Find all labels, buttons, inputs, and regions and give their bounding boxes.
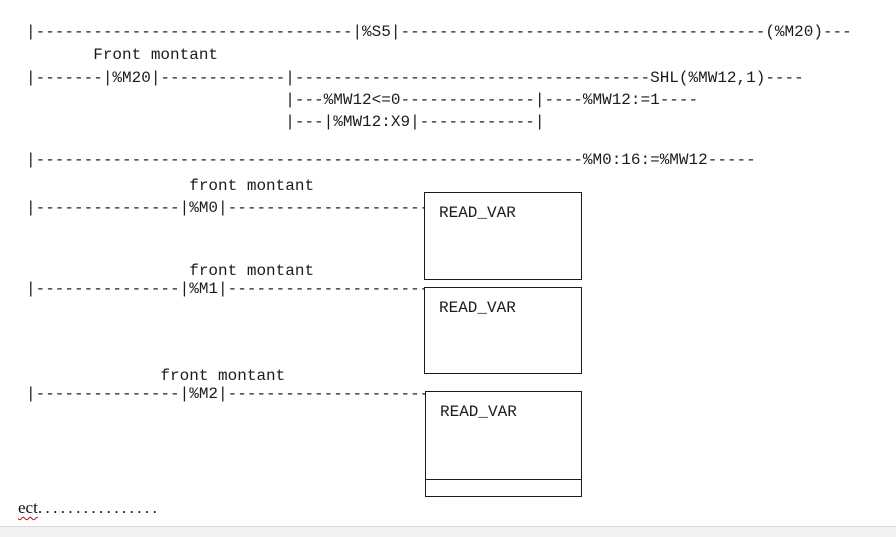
rung-m2: |---------------|%M2|-------------------…	[26, 385, 430, 403]
block-output-compartment-line	[426, 479, 581, 480]
function-block-label: READ_VAR	[440, 403, 517, 421]
rung-m0: |---------------|%M0|-------------------…	[26, 199, 430, 217]
label-front-montant-m0: front montant	[26, 177, 315, 195]
function-block-label: READ_VAR	[439, 299, 516, 317]
rung-m1: |---------------|%M1|-------------------…	[26, 280, 430, 298]
function-block-label: READ_VAR	[439, 204, 516, 222]
function-block-read-var-2: READ_VAR	[424, 287, 582, 374]
label-front-montant: Front montant	[26, 46, 219, 64]
horizontal-scrollbar[interactable]	[0, 526, 896, 537]
rung-m20-shl: |-------|%M20|-------------|------------…	[26, 69, 804, 87]
rung-table-assign: |---------------------------------------…	[26, 151, 756, 169]
label-front-montant-m1: front montant	[26, 262, 315, 280]
label-front-montant-m2: front montant	[26, 367, 286, 385]
footer-note-dots: ................	[37, 498, 161, 517]
footer-note-word: ect	[18, 498, 38, 517]
branch-compare-assign: |---%MW12<=0--------------|----%MW12:=1-…	[26, 91, 699, 109]
function-block-read-var-3: READ_VAR	[425, 391, 582, 497]
function-block-read-var-1: READ_VAR	[424, 192, 582, 280]
footer-note: ect................	[18, 499, 160, 517]
branch-bit-x9: |---|%MW12:X9|------------|	[26, 113, 545, 131]
rung-s5-coil-m20: |---------------------------------|%S5|-…	[26, 23, 852, 41]
